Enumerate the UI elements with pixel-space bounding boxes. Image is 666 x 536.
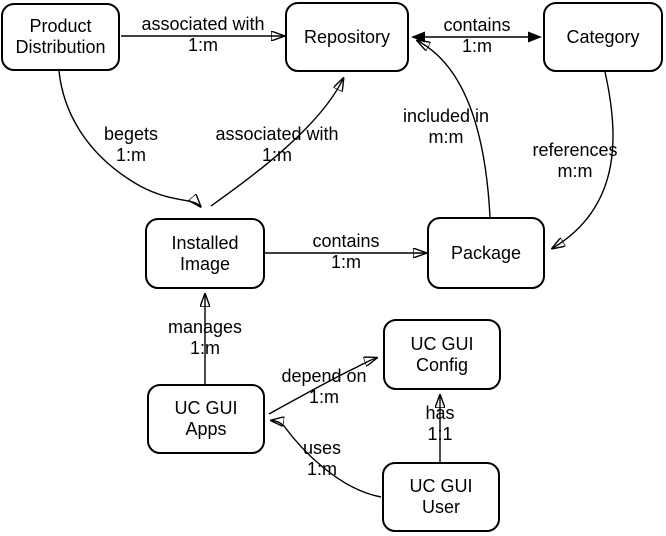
edge-apps-installed-image-label: manages 1:m <box>167 317 243 358</box>
edge-repository-category-arrowhead-right <box>528 31 542 43</box>
edge-pd-installed-image-line <box>58 70 200 206</box>
edge-repository-category-label: contains 1:m <box>443 15 511 56</box>
edge-pd-repository-label: associated with 1:m <box>141 14 265 55</box>
edge-pd-installed-image-label: begets 1:m <box>103 124 159 165</box>
edge-user-config-label: has 1:1 <box>425 403 455 444</box>
node-uc-gui-apps: UC GUI Apps <box>147 384 265 454</box>
node-uc-gui-config: UC GUI Config <box>383 319 501 390</box>
edge-package-repository-label: included in m:m <box>402 106 490 147</box>
edge-user-apps-label: uses 1:m <box>302 438 342 479</box>
node-uc-gui-user: UC GUI User <box>382 462 500 532</box>
edge-installed-image-package-label: contains 1:m <box>312 231 380 272</box>
edge-category-package-label: references m:m <box>532 140 618 181</box>
node-category: Category <box>543 2 663 72</box>
edge-apps-config-line <box>268 358 376 415</box>
edge-user-apps-line <box>272 421 382 498</box>
edge-category-package-line <box>553 71 614 248</box>
edge-installed-image-repository-line <box>210 79 343 207</box>
edge-repository-category-arrowhead-left <box>411 31 425 43</box>
edge-apps-config-label: depend on 1:m <box>281 366 367 407</box>
node-repository: Repository <box>285 2 409 72</box>
node-package: Package <box>427 217 545 289</box>
node-installed-image: Installed Image <box>145 218 265 289</box>
edge-package-repository-line <box>418 41 491 218</box>
node-product-distribution: Product Distribution <box>1 3 120 71</box>
edge-installed-image-repository-label: associated with 1:m <box>215 124 339 165</box>
